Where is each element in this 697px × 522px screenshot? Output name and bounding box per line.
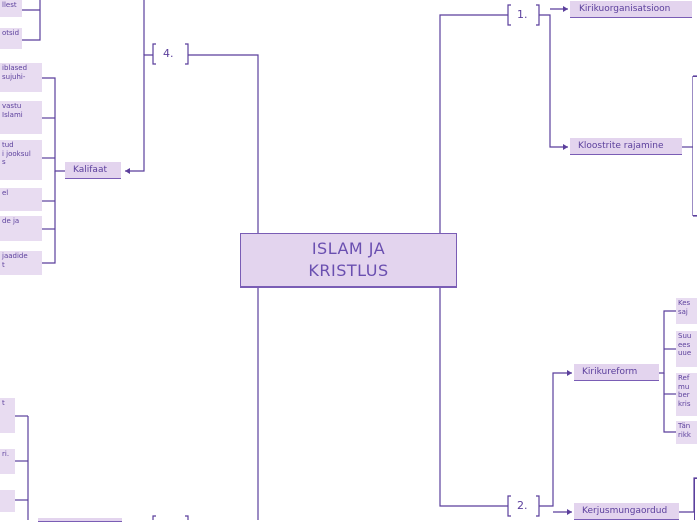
leaf-line: s xyxy=(2,158,6,166)
leaf-text: tud i jooksul s xyxy=(0,140,42,180)
leaf-line: el xyxy=(2,189,9,197)
node-label: Kalifaat xyxy=(73,165,107,175)
node-kirikuorganisatsioon[interactable]: Kirikuorganisatsioon xyxy=(570,1,692,18)
leaf-text: llest xyxy=(0,0,22,17)
node-label: Kerjusmungaordud xyxy=(582,506,668,516)
node-kerjusmungaordud[interactable]: Kerjusmungaordud xyxy=(574,503,679,520)
leaf-line: rikk xyxy=(678,430,691,439)
leaf-text: Kes saj xyxy=(676,298,697,324)
node-kloostrite-rajamine[interactable]: Kloostrite rajamine xyxy=(570,138,682,155)
topic-1-label[interactable]: 1. xyxy=(517,8,528,21)
leaf-line: otsid xyxy=(2,29,20,37)
leaf-line: jaadide xyxy=(2,252,28,260)
node-label: Kirikureform xyxy=(582,367,638,377)
leaf-line: vastu xyxy=(2,102,22,110)
leaf-line: Suu xyxy=(678,332,692,340)
leaf-line: ri. xyxy=(2,450,10,458)
leaf-line: kris xyxy=(678,399,691,408)
leaf-text: Ref mu ber kris xyxy=(676,373,697,416)
leaf-partial-right xyxy=(694,478,697,520)
leaf-line: uue xyxy=(678,349,692,357)
leaf-text: vastu Islami xyxy=(0,101,42,134)
leaf-line: mu xyxy=(678,382,690,391)
leaf-text: otsid xyxy=(0,28,22,49)
leaf-text: Tän rikk xyxy=(676,421,697,444)
leaf-line: ees xyxy=(678,340,691,349)
node-label: Kloostrite rajamine xyxy=(578,141,664,151)
leaf-line: t xyxy=(2,399,5,407)
leaf-text xyxy=(0,490,15,512)
leaf-text: t xyxy=(0,398,15,433)
node-kalifaat[interactable]: Kalifaat xyxy=(65,162,121,179)
leaf-text: Suu ees uue xyxy=(676,331,697,367)
leaf-text: de ja xyxy=(0,216,42,241)
leaf-line: de ja xyxy=(2,217,20,225)
topic-4-label[interactable]: 4. xyxy=(163,47,174,60)
leaf-line: sujuhi- xyxy=(2,72,26,81)
leaf-text: ri. xyxy=(0,449,15,474)
leaf-text: el xyxy=(0,188,42,211)
leaf-line: iblased xyxy=(2,64,28,72)
leaf-line: t xyxy=(2,260,5,269)
leaf-partial-right xyxy=(693,76,697,216)
leaf-line: Ref xyxy=(678,374,690,382)
leaf-text: iblased sujuhi- xyxy=(0,63,42,92)
leaf-line: Tän xyxy=(678,422,691,430)
node-label: Kirikuorganisatsioon xyxy=(579,4,671,14)
leaf-line: llest xyxy=(2,1,17,9)
root-title-line-2: KRISTLUS xyxy=(308,261,389,280)
root-title-line-1: ISLAM JA xyxy=(311,239,386,258)
leaf-line: ber xyxy=(678,391,690,399)
node-kirikureform[interactable]: Kirikureform xyxy=(574,364,659,381)
leaf-line: tud xyxy=(2,141,14,149)
topic-2-label[interactable]: 2. xyxy=(517,499,528,512)
root-topic[interactable]: ISLAM JA KRISTLUS xyxy=(240,233,457,288)
leaf-line: Islami xyxy=(2,110,23,119)
leaf-text: jaadide t xyxy=(0,251,42,275)
node-partial-bottom-left[interactable] xyxy=(38,518,122,522)
leaf-line: i jooksul xyxy=(2,149,31,158)
leaf-line: Kes xyxy=(678,299,691,307)
leaf-line: saj xyxy=(678,307,688,316)
